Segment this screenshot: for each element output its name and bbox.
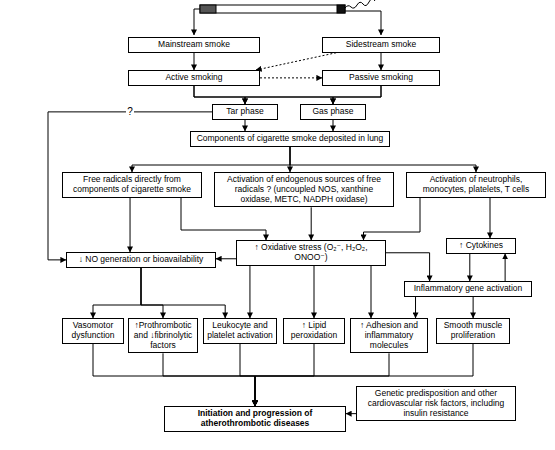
connector-arrow: [194, 86, 245, 104]
connector-arrow: [415, 297, 416, 318]
connector-arrow: [194, 53, 195, 70]
cigarette-body: [200, 5, 345, 13]
cigarette-tip: [337, 5, 345, 13]
connector-arrow: [163, 353, 255, 406]
process-box: Gas phase: [300, 104, 366, 120]
smoke-wisp: [345, 0, 375, 8]
connector-arrow: [505, 254, 506, 281]
connector-arrow: [314, 266, 315, 318]
process-box: ↓ NO generation or bioavailability: [66, 252, 216, 268]
box-text: Initiation and progression of atherothro…: [168, 409, 342, 429]
process-box: Inflammatory gene activation: [404, 281, 532, 297]
process-box: ↑ Adhesion and inflammatory molecules: [350, 318, 428, 353]
box-text: Smooth muscle proliferation: [440, 321, 506, 341]
mainstream-line: [194, 9, 200, 35]
box-text: Activation of endogenous sources of free…: [218, 175, 390, 204]
connector-arrow: [48, 112, 212, 260]
process-box: Active smoking: [128, 70, 260, 86]
box-text: Tar phase: [216, 107, 274, 117]
connector-arrow: [141, 268, 163, 318]
process-box: Activation of neutrophils, monocytes, pl…: [406, 172, 546, 198]
box-text: Inflammatory gene activation: [408, 284, 528, 294]
box-text: Active smoking: [132, 73, 256, 83]
connector-arrow: [333, 120, 334, 131]
connector-arrow: [245, 120, 246, 131]
box-text: Mainstream smoke: [132, 40, 256, 50]
connector-arrow: [93, 268, 141, 318]
connector-arrow: [194, 86, 333, 104]
process-box: Activation of endogenous sources of free…: [214, 172, 394, 207]
connector-arrow: [346, 413, 356, 414]
connector-arrow: [141, 268, 225, 318]
connector-arrow: [386, 253, 430, 281]
box-text: ↑ Oxidative stress (O₂⁻, H₂O₂, ONOO⁻): [240, 243, 382, 263]
connector-arrow: [216, 258, 236, 259]
box-text: Vasomotor dysfunction: [66, 321, 120, 341]
connector-arrow: [260, 77, 322, 78]
connector-layer: [48, 53, 505, 414]
connector-arrow: [490, 198, 491, 238]
process-box: Passive smoking: [322, 70, 440, 86]
process-box: Mainstream smoke: [128, 37, 260, 53]
connector-arrow: [255, 344, 314, 406]
box-text: Sidestream smoke: [326, 40, 436, 50]
connector-arrow: [132, 147, 290, 172]
connector-arrow: [290, 147, 476, 172]
process-box: Smooth muscle proliferation: [436, 318, 510, 344]
sidestream-line: [345, 11, 381, 35]
process-box: ↑ Oxidative stress (O₂⁻, H₂O₂, ONOO⁻): [236, 240, 386, 266]
box-text: Free radicals directly from components o…: [66, 175, 198, 195]
box-text: ↑ Lipid peroxidation: [287, 321, 341, 341]
connector-arrow: [249, 266, 250, 318]
process-box: Initiation and progression of atherothro…: [164, 406, 346, 432]
box-text: Passive smoking: [326, 73, 436, 83]
connector-arrow: [240, 344, 255, 406]
connector-arrow: [381, 53, 382, 70]
cigarette-filter: [200, 5, 216, 13]
box-text: ↑ Adhesion and inflammatory molecules: [354, 321, 424, 350]
box-text: Components of cigarette smoke deposited …: [194, 134, 386, 144]
process-box: Vasomotor dysfunction: [62, 318, 124, 344]
process-box: Sidestream smoke: [322, 37, 440, 53]
connector-arrow: [473, 297, 474, 318]
process-box: Components of cigarette smoke deposited …: [190, 131, 390, 147]
box-text: Genetic predisposition and other cardiov…: [360, 389, 512, 418]
connector-arrow: [256, 53, 336, 70]
process-box: ↑ Lipid peroxidation: [283, 318, 345, 344]
box-text: Activation of neutrophils, monocytes, pl…: [410, 175, 542, 195]
connector-arrow: [371, 266, 372, 318]
process-box: Genetic predisposition and other cardiov…: [356, 386, 516, 421]
process-box: Free radicals directly from components o…: [62, 172, 202, 198]
box-text: Leukocyte and platelet activation: [207, 321, 273, 341]
connector-arrow: [130, 198, 131, 252]
connector-arrow: [311, 207, 312, 240]
connector-arrow: [333, 86, 381, 104]
box-text: Gas phase: [304, 107, 362, 117]
connector-arrow: [245, 86, 381, 104]
connector-arrow: [469, 254, 470, 281]
process-box: Leukocyte and platelet activation: [203, 318, 277, 344]
process-box: ↑ Cytokines: [446, 238, 516, 254]
process-box: Tar phase: [212, 104, 278, 120]
box-text: ↓ NO generation or bioavailability: [70, 255, 212, 265]
cigarette-illustration: [194, 0, 381, 35]
edge-label: ?: [126, 106, 134, 117]
box-text: ↑ Cytokines: [450, 241, 512, 251]
process-box: ↑Prothrombotic and ↓fibrinolytic factors: [128, 318, 198, 353]
box-text: ↑Prothrombotic and ↓fibrinolytic factors: [132, 321, 194, 350]
